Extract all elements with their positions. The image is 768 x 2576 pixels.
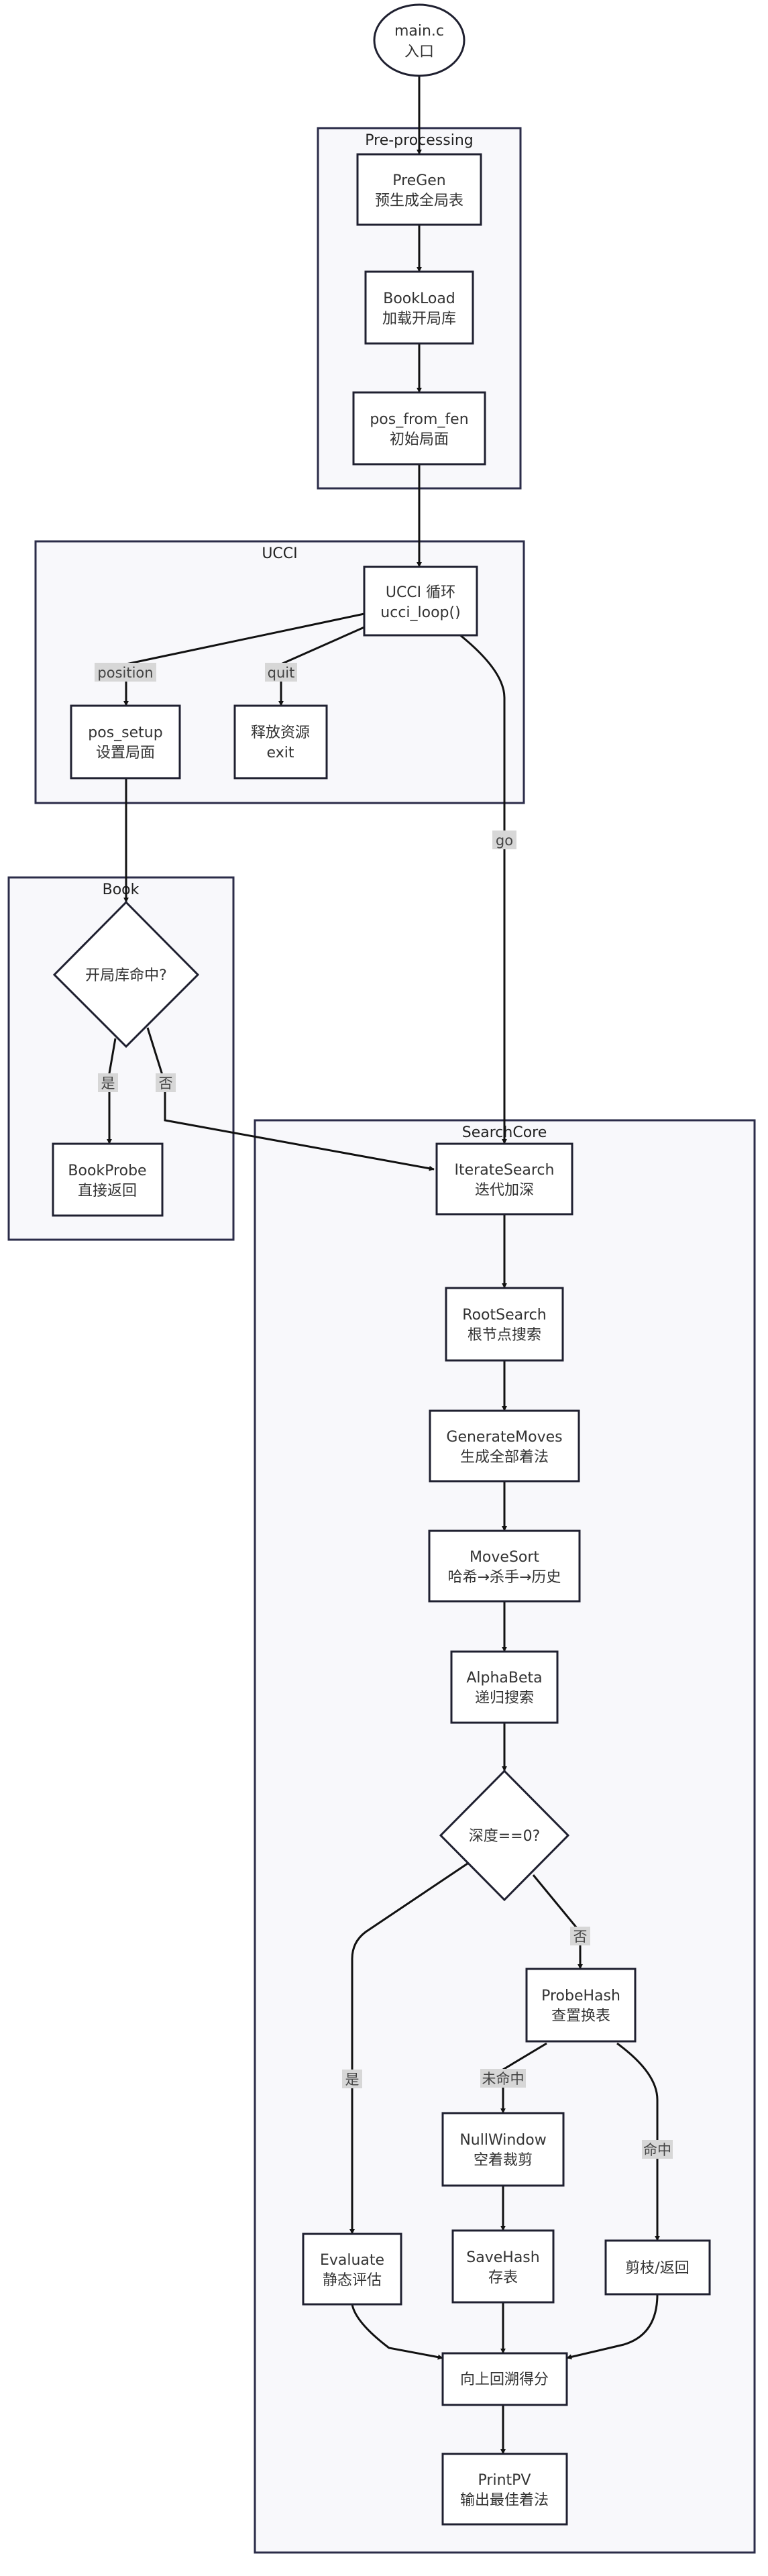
svg-text:pos_from_fen: pos_from_fen <box>370 411 468 428</box>
node-evaluate: Evaluate 静态评估 <box>302 2233 402 2306</box>
svg-text:position: position <box>97 665 153 681</box>
svg-text:输出最佳着法: 输出最佳着法 <box>460 2492 549 2509</box>
node-root-search: RootSearch 根节点搜索 <box>445 1287 564 1362</box>
svg-text:根节点搜索: 根节点搜索 <box>468 1327 541 1344</box>
node-prune: 剪枝/返回 <box>604 2239 711 2296</box>
svg-text:PrintPV: PrintPV <box>478 2472 531 2489</box>
edge-label-book-yes: 是 <box>98 1073 118 1092</box>
svg-text:向上回溯得分: 向上回溯得分 <box>460 2371 549 2388</box>
svg-text:pos_setup: pos_setup <box>88 724 162 741</box>
svg-text:go: go <box>496 833 513 849</box>
edge-bookhit-iterate <box>146 1027 435 1171</box>
svg-text:Evaluate: Evaluate <box>320 2252 384 2269</box>
svg-text:直接返回: 直接返回 <box>78 1183 137 1199</box>
node-pregen: PreGen 预生成全局表 <box>356 153 482 226</box>
node-print-pv: PrintPV 输出最佳着法 <box>441 2453 568 2526</box>
svg-text:设置局面: 设置局面 <box>96 745 155 761</box>
edge-label-hit: 命中 <box>642 2140 673 2159</box>
svg-text:AlphaBeta: AlphaBeta <box>466 1670 542 1686</box>
node-main: main.c 入口 <box>373 3 465 77</box>
svg-text:命中: 命中 <box>643 2142 671 2158</box>
node-posfen: pos_from_fen 初始局面 <box>352 391 486 466</box>
svg-text:否: 否 <box>159 1075 173 1091</box>
svg-text:SaveHash: SaveHash <box>466 2249 539 2266</box>
svg-text:加载开局库: 加载开局库 <box>382 311 456 327</box>
svg-text:初始局面: 初始局面 <box>390 431 449 448</box>
svg-text:ucci_loop(): ucci_loop() <box>380 604 460 621</box>
svg-text:是: 是 <box>101 1075 115 1091</box>
svg-text:入口: 入口 <box>404 44 434 60</box>
svg-text:BookProbe: BookProbe <box>68 1163 146 1179</box>
svg-text:否: 否 <box>573 1929 588 1945</box>
node-move-sort: MoveSort 哈希→杀手→历史 <box>428 1529 581 1603</box>
node-ucci-loop: UCCI 循环 ucci_loop() <box>363 566 478 637</box>
edge-prune-backtrack <box>566 2294 659 2360</box>
svg-text:NullWindow: NullWindow <box>459 2132 546 2149</box>
svg-text:释放资源: 释放资源 <box>251 724 310 741</box>
svg-text:exit: exit <box>267 745 294 761</box>
svg-text:main.c: main.c <box>394 23 444 40</box>
svg-text:迭代加深: 迭代加深 <box>475 1182 534 1199</box>
edge-label-depth-yes: 是 <box>342 2070 362 2088</box>
node-save-hash: SaveHash 存表 <box>451 2229 555 2304</box>
node-iterate-search: IterateSearch 迭代加深 <box>435 1142 573 1216</box>
svg-text:哈希→杀手→历史: 哈希→杀手→历史 <box>448 1569 561 1586</box>
svg-text:深度==0?: 深度==0? <box>469 1828 541 1845</box>
svg-text:quit: quit <box>268 665 295 681</box>
svg-text:空着裁剪: 空着裁剪 <box>474 2152 533 2169</box>
node-alpha-beta: AlphaBeta 递归搜索 <box>450 1650 559 1724</box>
edge-label-position: position <box>95 663 156 682</box>
svg-text:IterateSearch: IterateSearch <box>455 1162 555 1179</box>
node-probe-hash: ProbeHash 查置换表 <box>525 1968 637 2043</box>
svg-text:开局库命中?: 开局库命中? <box>85 967 167 984</box>
edge-evaluate-backtrack <box>351 2304 443 2360</box>
svg-text:BookLoad: BookLoad <box>383 290 455 307</box>
cluster-label-ucci: UCCI <box>262 545 297 562</box>
svg-text:是: 是 <box>345 2072 360 2088</box>
svg-text:静态评估: 静态评估 <box>323 2272 382 2289</box>
edge-label-depth-no: 否 <box>570 1927 590 1945</box>
node-pos-setup: pos_setup 设置局面 <box>70 704 181 780</box>
svg-text:UCCI 循环: UCCI 循环 <box>386 584 455 601</box>
node-book-hit: 开局库命中? <box>52 900 200 1049</box>
cluster-label-book: Book <box>103 881 140 898</box>
svg-text:递归搜索: 递归搜索 <box>475 1690 534 1707</box>
edge-label-book-no: 否 <box>156 1073 176 1092</box>
edge-label-go: go <box>492 830 516 849</box>
node-null-window: NullWindow 空着裁剪 <box>441 2112 565 2187</box>
svg-text:PreGen: PreGen <box>392 172 446 189</box>
svg-text:生成全部着法: 生成全部着法 <box>460 1449 549 1466</box>
svg-text:GenerateMoves: GenerateMoves <box>446 1429 562 1446</box>
node-bookprobe: BookProbe 直接返回 <box>52 1142 164 1217</box>
node-release: 释放资源 exit <box>233 704 328 780</box>
edge-ucci-iterate <box>459 633 507 1144</box>
node-generate-moves: GenerateMoves 生成全部着法 <box>429 1409 580 1483</box>
node-depth-zero: 深度==0? <box>439 1769 570 1902</box>
node-bookload: BookLoad 加载开局库 <box>364 270 474 345</box>
svg-text:剪枝/返回: 剪枝/返回 <box>625 2260 689 2277</box>
svg-text:存表: 存表 <box>488 2269 518 2286</box>
svg-text:未命中: 未命中 <box>482 2071 525 2087</box>
edge-depth-evaluate <box>349 1862 468 2235</box>
svg-text:RootSearch: RootSearch <box>462 1307 546 1324</box>
svg-text:查置换表: 查置换表 <box>551 2008 610 2025</box>
svg-text:预生成全局表: 预生成全局表 <box>375 193 463 209</box>
edge-label-miss: 未命中 <box>480 2069 526 2088</box>
svg-text:MoveSort: MoveSort <box>470 1549 539 1566</box>
node-backtrack: 向上回溯得分 <box>441 2352 568 2406</box>
edge-label-quit: quit <box>265 663 297 682</box>
svg-text:ProbeHash: ProbeHash <box>541 1988 620 2004</box>
edge-probehash-prune <box>616 2042 660 2241</box>
